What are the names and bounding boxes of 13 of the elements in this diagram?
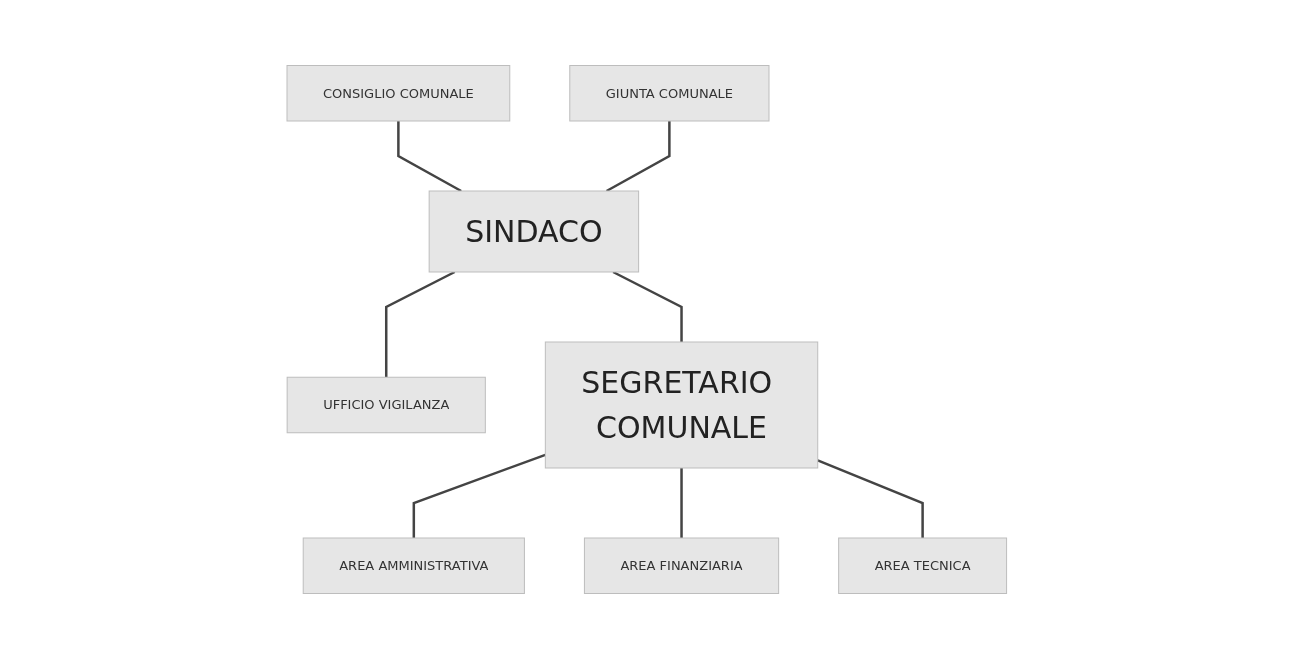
connector bbox=[816, 459, 924, 538]
connector bbox=[396, 121, 462, 193]
connector bbox=[412, 453, 546, 538]
connector bbox=[680, 468, 683, 538]
node-box: AREA TECNICA bbox=[837, 537, 1007, 594]
node-box: GIUNTA COMUNALE bbox=[568, 65, 770, 122]
node-box: UFFICIO VIGILANZA bbox=[286, 376, 486, 434]
node-box: SINDACO bbox=[428, 190, 639, 273]
connector bbox=[605, 121, 671, 193]
node-box: CONSIGLIO COMUNALE bbox=[286, 65, 510, 122]
node-box: AREA FINANZIARIA bbox=[583, 537, 779, 594]
node-box: SEGRETARIO COMUNALE bbox=[544, 341, 818, 469]
node-box: AREA AMMINISTRATIVA bbox=[302, 537, 525, 594]
